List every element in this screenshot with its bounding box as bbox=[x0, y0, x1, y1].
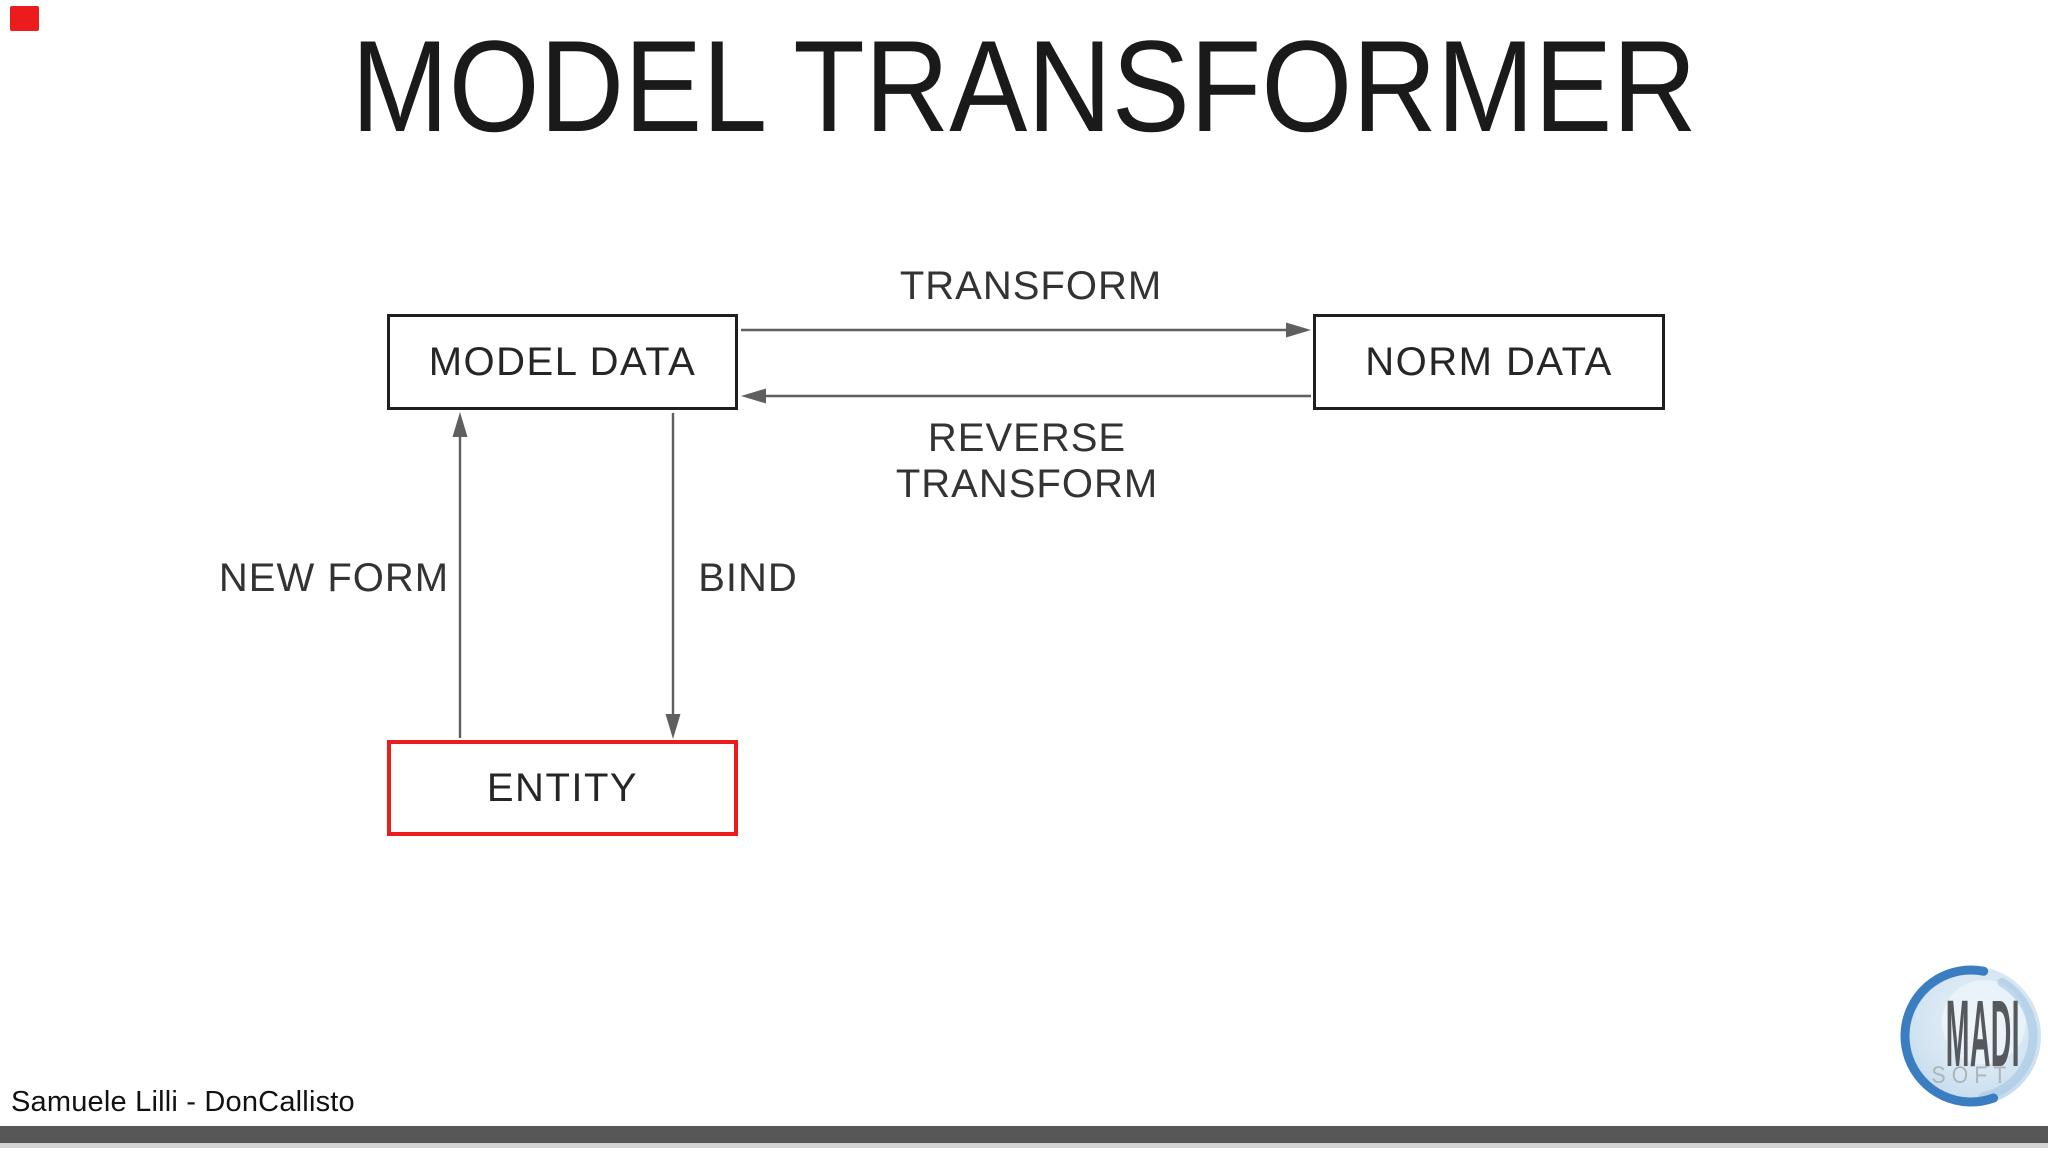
node-model-data: MODEL DATA bbox=[387, 314, 738, 410]
node-model-data-label: MODEL DATA bbox=[428, 339, 697, 384]
madisoft-logo-circle bbox=[1900, 965, 2042, 1107]
edge-label-new-form: NEW FORM bbox=[218, 556, 450, 600]
transform-arrowhead-icon bbox=[1286, 322, 1311, 338]
node-norm-data: NORM DATA bbox=[1313, 314, 1665, 410]
reverse-transform-arrowhead-icon bbox=[741, 388, 766, 404]
node-entity-label: ENTITY bbox=[486, 765, 639, 810]
red-corner-accent bbox=[10, 6, 39, 31]
madisoft-logo-text-soft: SOFT bbox=[1931, 1062, 2013, 1089]
node-norm-data-label: NORM DATA bbox=[1365, 339, 1613, 384]
madisoft-logo: MADI SOFT bbox=[1894, 958, 2046, 1118]
node-entity: ENTITY bbox=[387, 740, 738, 836]
edge-label-bind: BIND bbox=[698, 556, 798, 600]
slide-title: MODEL TRANSFORMER bbox=[351, 13, 1697, 159]
bind-arrowhead-icon bbox=[665, 714, 681, 739]
new-form-arrowhead-icon bbox=[452, 412, 468, 437]
edge-label-transform: TRANSFORM bbox=[899, 264, 1163, 308]
footer-credit: Samuele Lilli - DonCallisto bbox=[11, 1086, 355, 1118]
edge-label-reverse-transform: REVERSE TRANSFORM bbox=[895, 416, 1159, 506]
bottom-edge-strip bbox=[0, 1143, 2048, 1148]
bottom-bar bbox=[0, 1126, 2048, 1143]
madisoft-logo-text-madi: MADI bbox=[1945, 981, 2020, 1087]
